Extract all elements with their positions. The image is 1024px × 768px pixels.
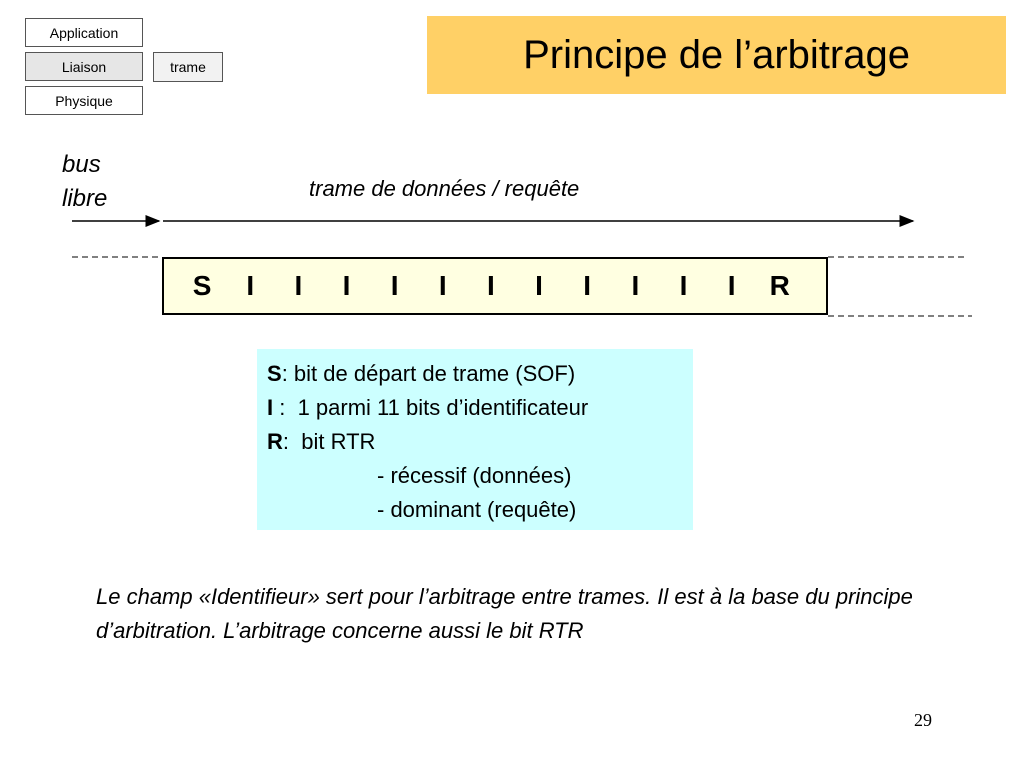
legend-key-r: R <box>267 429 283 454</box>
bit-i: I <box>438 270 447 301</box>
trame-donnees-label: trame de données / requête <box>309 176 580 201</box>
legend-key-i: I <box>267 395 274 420</box>
trame-tag: trame <box>153 52 223 82</box>
bit-i: I <box>294 270 303 301</box>
bus-label-line2: libre <box>62 185 108 212</box>
layer-application: Application <box>25 18 143 47</box>
frame-bits-box: S I I I I I I I I I I I R <box>162 257 828 315</box>
bit-i: I <box>342 270 351 301</box>
bit-i: I <box>390 270 399 301</box>
bit-i: I <box>727 270 736 301</box>
bit-i: I <box>487 270 495 301</box>
bus-libre-label: bus libre <box>62 148 107 216</box>
legend-text-s: : bit de départ de trame (SOF) <box>281 361 576 386</box>
legend-text-i: : 1 parmi 11 bits d’identificateur <box>273 395 589 420</box>
legend-key-s: S <box>267 361 282 386</box>
layer-physique: Physique <box>25 86 143 115</box>
bit-legend: S: bit de départ de trame (SOF) I : 1 pa… <box>257 349 693 530</box>
legend-text-r: : bit RTR <box>282 429 376 454</box>
slide-title: Principe de l’arbitrage <box>427 16 1006 94</box>
bus-label-line1: bus <box>62 151 101 178</box>
legend-row-s: S: bit de départ de trame (SOF) <box>267 357 683 391</box>
arbitration-note: Le champ «Identifieur» sert pour l’arbit… <box>96 584 913 643</box>
legend-row-r: R: bit RTR <box>267 425 683 459</box>
layer-liaison: Liaison <box>25 52 143 81</box>
legend-rtr-dominant: - dominant (requête) <box>377 497 577 522</box>
bit-i: I <box>631 270 640 301</box>
bit-i: I <box>246 270 255 301</box>
legend-row-i: I : 1 parmi 11 bits d’identificateur <box>267 391 683 425</box>
legend-rtr-recessive: - récessif (données) <box>377 463 572 488</box>
page-number: 29 <box>914 710 932 730</box>
bit-i: I <box>535 270 543 301</box>
bit-r: R <box>769 270 790 301</box>
bit-i: I <box>679 270 688 301</box>
bit-s: S <box>192 270 212 301</box>
bit-i: I <box>583 270 592 301</box>
